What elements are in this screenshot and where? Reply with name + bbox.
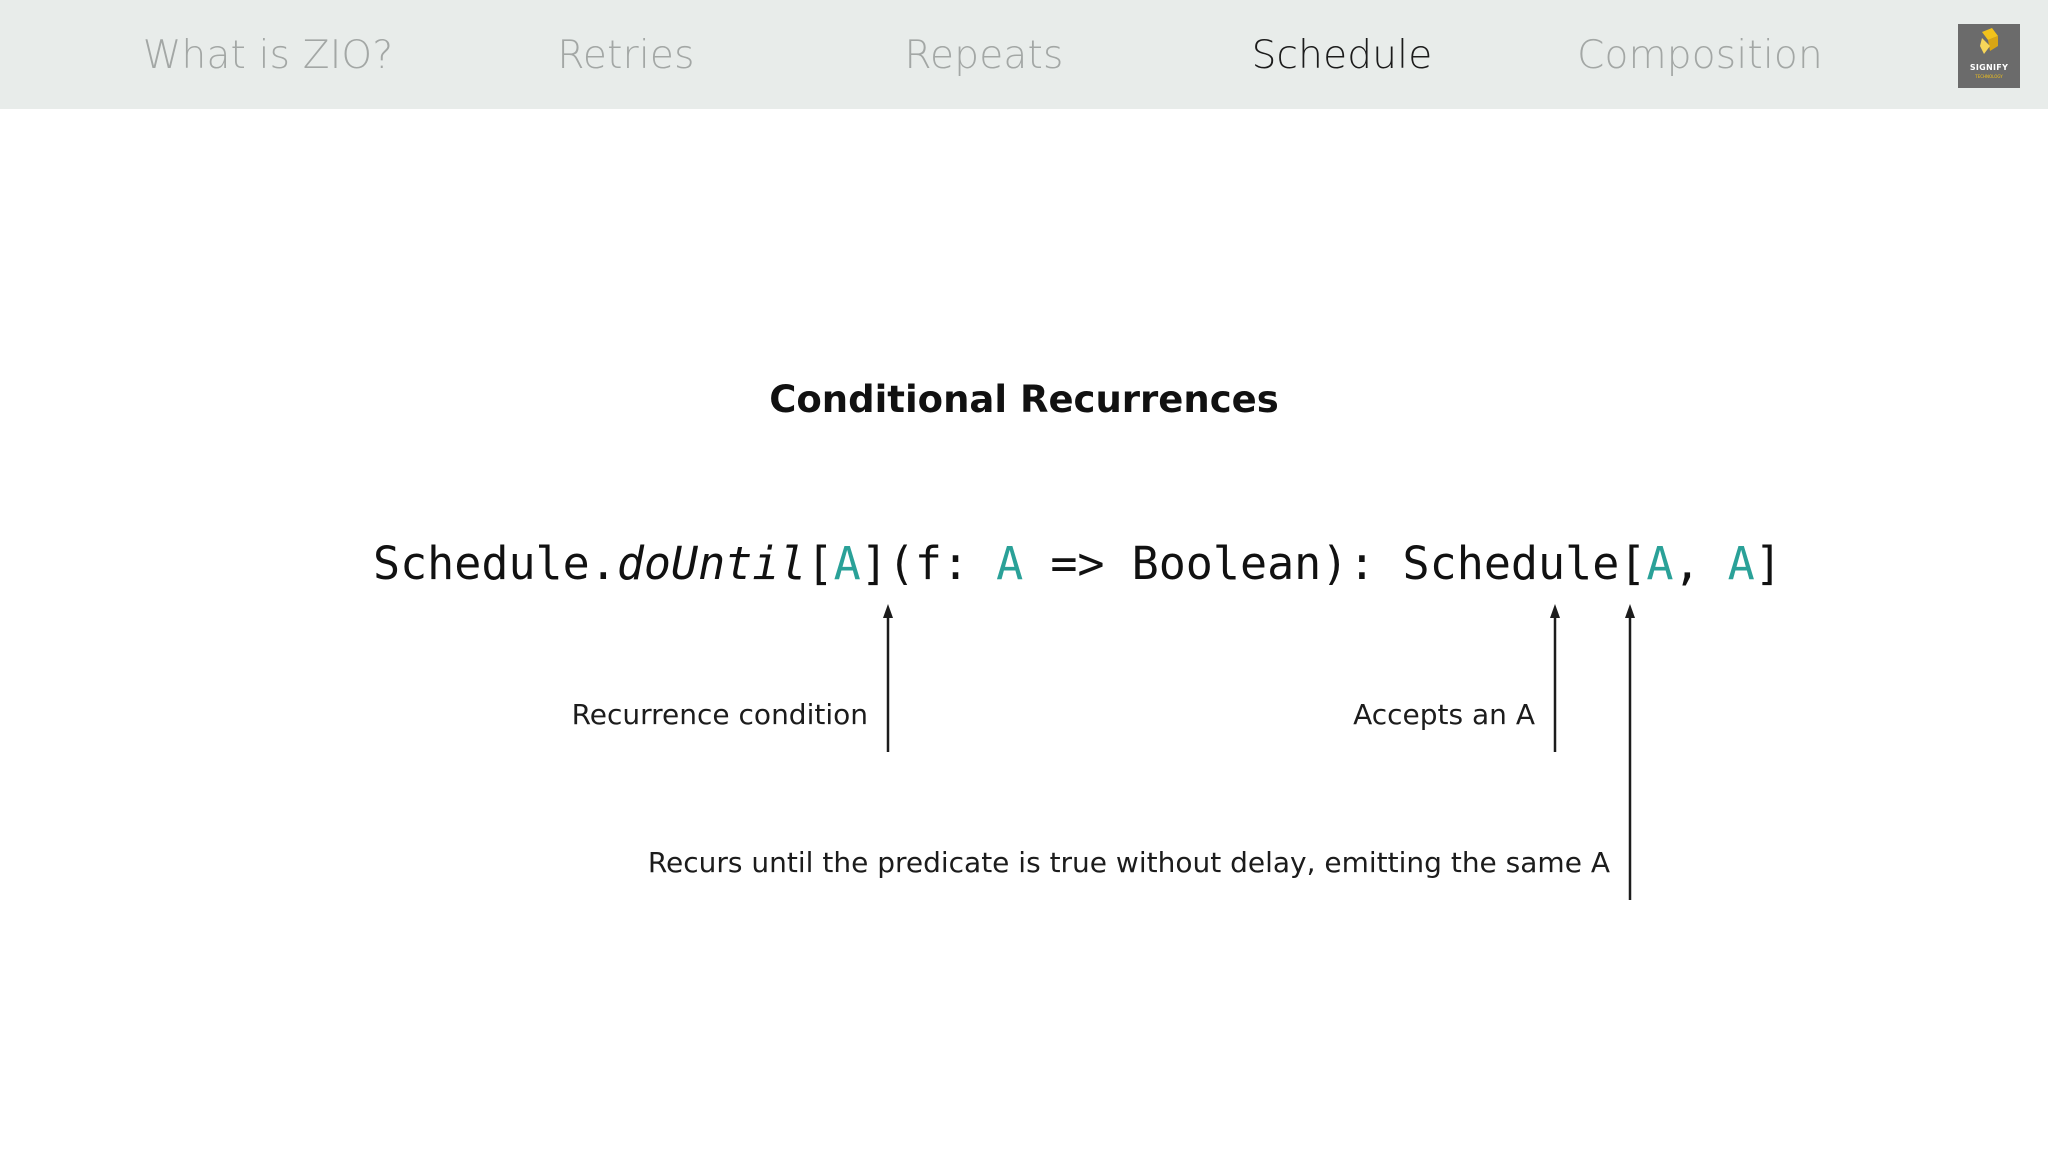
signify-logo: SIGNIFY TECHNOLOGY bbox=[1958, 24, 2020, 88]
tab-repeats[interactable]: Repeats bbox=[904, 33, 1064, 78]
tab-schedule[interactable]: Schedule bbox=[1251, 33, 1433, 78]
arrowhead-accepts bbox=[1550, 604, 1560, 618]
sig-param-type: A bbox=[996, 537, 1024, 590]
sig-method: doUntil bbox=[616, 537, 807, 590]
sig-return-out: A bbox=[1727, 537, 1755, 590]
sig-separator: , bbox=[1673, 537, 1728, 590]
tab-what-is-zio[interactable]: What is ZIO? bbox=[142, 33, 394, 78]
arrowhead-condition bbox=[883, 604, 893, 618]
tab-composition[interactable]: Composition bbox=[1577, 33, 1823, 78]
tab-retries[interactable]: Retries bbox=[557, 33, 695, 78]
annotation-accepts: Accepts an A bbox=[1353, 698, 1535, 731]
arrowhead-emits bbox=[1625, 604, 1635, 618]
annotation-recurrence-condition: Recurrence condition bbox=[571, 698, 868, 731]
sig-close: ] bbox=[1754, 537, 1782, 590]
sig-return-in: A bbox=[1646, 537, 1674, 590]
sig-type-param: A bbox=[833, 537, 861, 590]
sig-prefix: Schedule. bbox=[373, 537, 617, 590]
top-navigation-bar: What is ZIO? Retries Repeats Schedule Co… bbox=[0, 0, 2048, 109]
logo-text: SIGNIFY bbox=[1969, 63, 2009, 72]
logo-subtext: TECHNOLOGY bbox=[1975, 74, 2003, 79]
code-signature: Schedule.doUntil[A](f: A => Boolean): Sc… bbox=[373, 532, 1782, 596]
annotation-emits: Recurs until the predicate is true witho… bbox=[647, 846, 1610, 879]
sig-params-open: ](f: bbox=[860, 537, 997, 590]
slide-title: Conditional Recurrences bbox=[769, 378, 1279, 421]
signify-logo-icon bbox=[1980, 28, 1998, 54]
sig-params-rest: => Boolean): Schedule[ bbox=[1023, 537, 1647, 590]
sig-open-bracket: [ bbox=[806, 537, 834, 590]
